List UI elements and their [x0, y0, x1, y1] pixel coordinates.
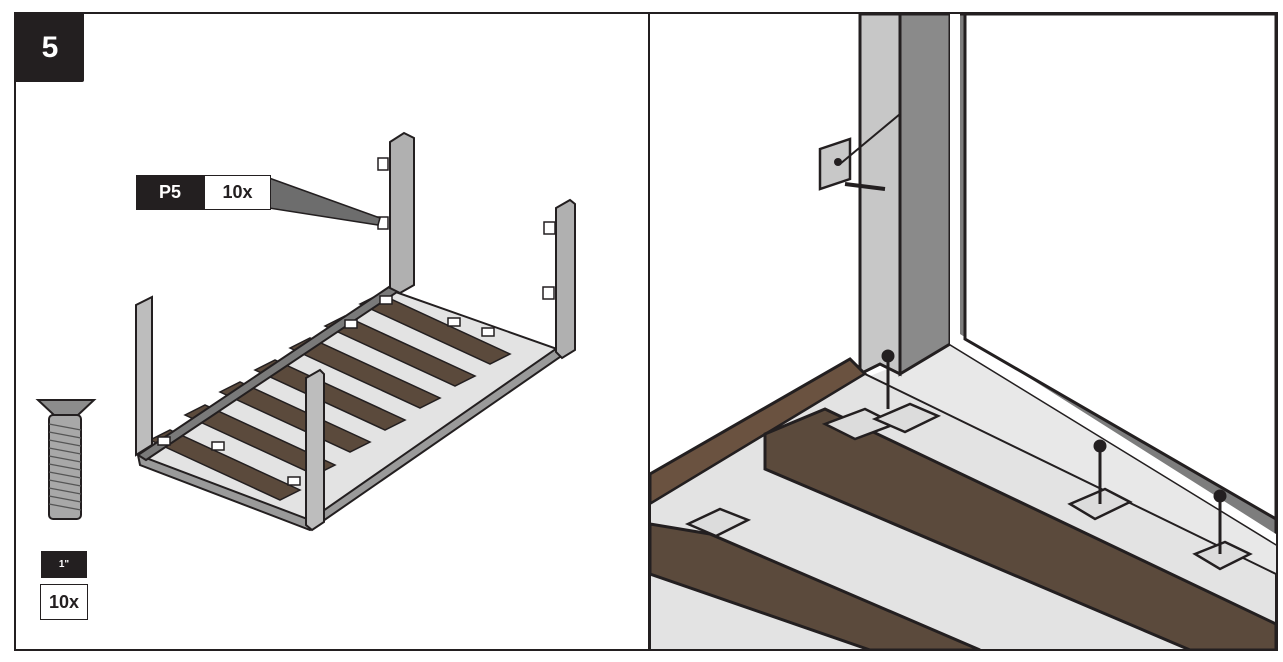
bracket	[211, 441, 225, 451]
screw-size-tag: 1"	[41, 551, 87, 578]
detail-bolts	[881, 349, 1227, 554]
corner-post	[555, 198, 576, 360]
wood-slat	[148, 429, 302, 501]
detail-nut	[1192, 540, 1253, 571]
corner-post	[305, 368, 325, 532]
bracket	[481, 327, 495, 337]
wood-slat	[253, 359, 407, 431]
frame-brackets	[157, 157, 556, 486]
bracket	[379, 295, 393, 305]
part-label-tag: P5	[136, 175, 204, 210]
bracket	[287, 476, 301, 486]
detail-nut	[684, 507, 752, 538]
detail-post-side	[898, 14, 952, 377]
bracket	[344, 319, 358, 329]
wood-slat	[323, 315, 477, 387]
bracket	[543, 221, 556, 235]
wood-slat	[288, 337, 442, 409]
assembly-overview-drawing	[35, 131, 576, 532]
wood-slats	[148, 293, 512, 501]
corner-post	[389, 131, 415, 295]
detail-corner-post	[858, 14, 902, 377]
detail-nut	[871, 402, 942, 434]
screw-quantity-tag: 10x	[40, 584, 88, 620]
wood-slat	[183, 404, 337, 476]
side-frame-opening	[963, 14, 1276, 521]
screw-illustration	[35, 399, 97, 520]
bracket	[447, 317, 461, 327]
detail-wood-beam-front	[650, 522, 981, 650]
callout-pointer	[268, 176, 381, 226]
bracket	[542, 286, 555, 300]
detail-wood-beam	[763, 407, 1276, 650]
screw-head	[35, 399, 97, 416]
bracket	[157, 436, 171, 446]
part-quantity-tag: 10x	[204, 175, 271, 210]
panel-divider	[648, 12, 650, 651]
instruction-frame	[14, 12, 1278, 651]
bracket	[377, 157, 389, 171]
step-number-badge: 5	[16, 14, 84, 82]
detail-nuts	[684, 402, 1253, 571]
corner-detail-drawing	[650, 14, 1276, 650]
corner-post	[135, 295, 153, 457]
